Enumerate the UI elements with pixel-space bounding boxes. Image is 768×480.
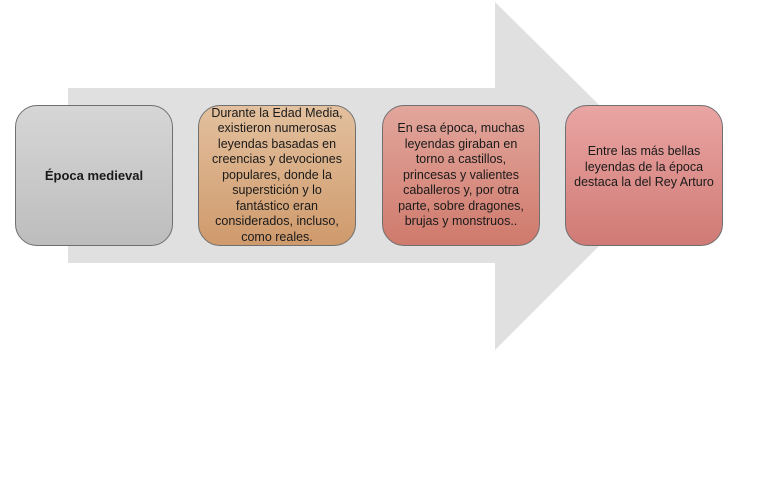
step-box-edad-media: Durante la Edad Media, existieron numero…	[198, 105, 356, 246]
step-box-castillos: En esa época, muchas leyendas giraban en…	[382, 105, 540, 246]
step-3-text: En esa época, muchas leyendas giraban en…	[397, 121, 525, 229]
step-box-epoca-medieval: Época medieval	[15, 105, 173, 246]
step-box-rey-arturo: Entre las más bellas leyendas de la époc…	[565, 105, 723, 246]
arrow-shape	[68, 2, 670, 350]
step-1-text: Época medieval	[44, 167, 144, 183]
step-4-text: Entre las más bellas leyendas de la époc…	[574, 144, 714, 189]
step-2-text: Durante la Edad Media, existieron numero…	[211, 105, 343, 244]
